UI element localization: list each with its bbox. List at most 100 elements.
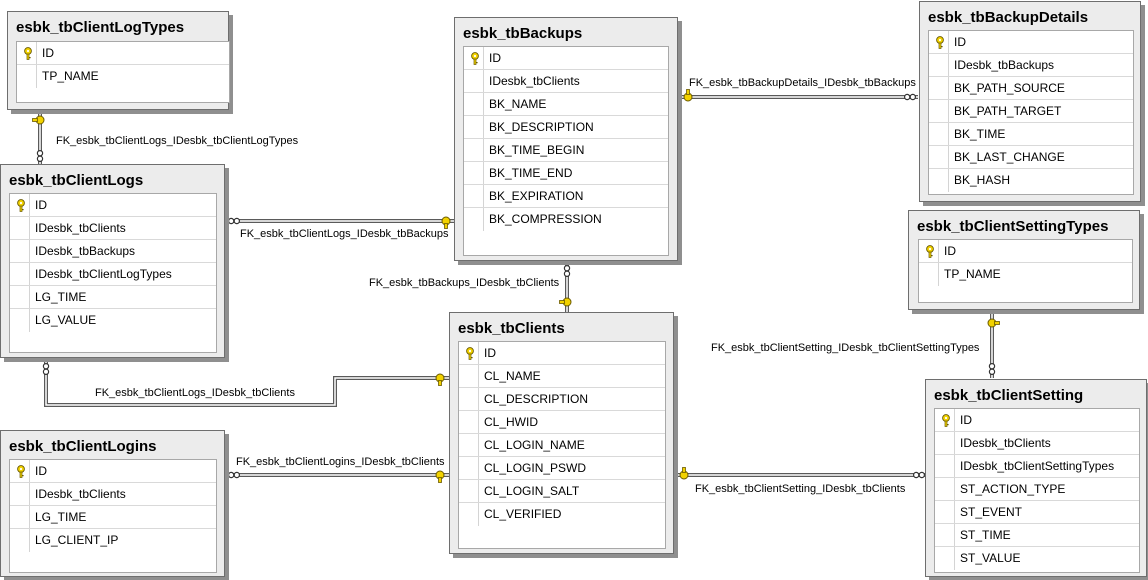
row-selector[interactable] xyxy=(935,478,955,500)
row-selector[interactable] xyxy=(935,547,955,570)
column-row[interactable]: CL_DESCRIPTION xyxy=(459,388,665,411)
column-row[interactable]: IDesbk_tbClients xyxy=(10,483,216,506)
row-selector[interactable] xyxy=(17,65,37,88)
row-selector[interactable] xyxy=(464,208,484,231)
row-selector[interactable] xyxy=(464,116,484,138)
column-row[interactable]: IDesbk_tbClients xyxy=(464,70,668,93)
column-row[interactable]: BK_DESCRIPTION xyxy=(464,116,668,139)
row-selector[interactable] xyxy=(10,460,30,482)
connector-logins-clients[interactable] xyxy=(226,470,449,483)
row-selector[interactable] xyxy=(464,70,484,92)
row-selector[interactable] xyxy=(10,286,30,308)
column-row[interactable]: ST_VALUE xyxy=(935,547,1139,570)
column-row[interactable]: CL_NAME xyxy=(459,365,665,388)
column-row[interactable]: IDesbk_tbBackups xyxy=(10,240,216,263)
row-selector[interactable] xyxy=(464,162,484,184)
column-row[interactable]: ID xyxy=(919,240,1132,263)
column-row[interactable]: ID xyxy=(929,31,1133,54)
row-selector[interactable] xyxy=(10,194,30,216)
column-row[interactable]: BK_TIME_BEGIN xyxy=(464,139,668,162)
column-row[interactable]: BK_EXPIRATION xyxy=(464,185,668,208)
row-selector[interactable] xyxy=(10,506,30,528)
row-selector[interactable] xyxy=(935,501,955,523)
column-row[interactable]: TP_NAME xyxy=(17,65,229,88)
column-row[interactable]: ID xyxy=(17,42,229,65)
column-row[interactable]: TP_NAME xyxy=(919,263,1132,286)
connector-setting-types[interactable] xyxy=(987,313,1000,378)
column-row[interactable]: CL_LOGIN_NAME xyxy=(459,434,665,457)
row-selector[interactable] xyxy=(10,483,30,505)
row-selector[interactable] xyxy=(929,77,949,99)
row-selector[interactable] xyxy=(464,93,484,115)
column-row[interactable]: CL_HWID xyxy=(459,411,665,434)
column-row[interactable]: ID xyxy=(10,460,216,483)
connector-details-backups[interactable] xyxy=(679,89,918,102)
column-row[interactable]: ID xyxy=(464,47,668,70)
row-selector[interactable] xyxy=(459,365,479,387)
row-selector[interactable] xyxy=(10,217,30,239)
column-row[interactable]: LG_TIME xyxy=(10,506,216,529)
column-row[interactable]: ST_ACTION_TYPE xyxy=(935,478,1139,501)
connector-setting-clients[interactable] xyxy=(675,467,928,480)
column-row[interactable]: CL_LOGIN_SALT xyxy=(459,480,665,503)
row-selector[interactable] xyxy=(10,529,30,552)
column-row[interactable]: IDesbk_tbClientLogTypes xyxy=(10,263,216,286)
row-selector[interactable] xyxy=(459,503,479,526)
row-selector[interactable] xyxy=(929,123,949,145)
row-selector[interactable] xyxy=(10,240,30,262)
column-row[interactable]: IDesbk_tbBackups xyxy=(929,54,1133,77)
row-selector[interactable] xyxy=(464,47,484,69)
row-selector[interactable] xyxy=(459,434,479,456)
column-row[interactable]: LG_CLIENT_IP xyxy=(10,529,216,552)
connector-logs-backups[interactable] xyxy=(226,216,455,229)
column-row[interactable]: ID xyxy=(459,342,665,365)
column-row[interactable]: ID xyxy=(10,194,216,217)
row-selector[interactable] xyxy=(929,54,949,76)
row-selector[interactable] xyxy=(464,185,484,207)
row-selector[interactable] xyxy=(935,432,955,454)
row-selector[interactable] xyxy=(10,309,30,332)
column-row[interactable]: BK_PATH_TARGET xyxy=(929,100,1133,123)
column-row[interactable]: ST_TIME xyxy=(935,524,1139,547)
column-row[interactable]: IDesbk_tbClientSettingTypes xyxy=(935,455,1139,478)
row-selector[interactable] xyxy=(459,342,479,364)
column-row[interactable]: LG_TIME xyxy=(10,286,216,309)
column-row[interactable]: LG_VALUE xyxy=(10,309,216,332)
column-row[interactable]: BK_TIME xyxy=(929,123,1133,146)
column-row[interactable]: BK_HASH xyxy=(929,169,1133,192)
row-selector[interactable] xyxy=(935,409,955,431)
row-selector[interactable] xyxy=(464,139,484,161)
row-selector[interactable] xyxy=(10,263,30,285)
row-selector[interactable] xyxy=(919,263,939,286)
row-selector[interactable] xyxy=(935,455,955,477)
row-selector[interactable] xyxy=(929,100,949,122)
row-selector[interactable] xyxy=(935,524,955,546)
column-row[interactable]: CL_VERIFIED xyxy=(459,503,665,526)
row-selector[interactable] xyxy=(929,169,949,192)
column-row[interactable]: IDesbk_tbClients xyxy=(935,432,1139,455)
connector-logs-clients[interactable] xyxy=(42,361,449,407)
column-row[interactable]: IDesbk_tbClients xyxy=(10,217,216,240)
column-row[interactable]: BK_COMPRESSION xyxy=(464,208,668,231)
column-row[interactable]: BK_LAST_CHANGE xyxy=(929,146,1133,169)
row-selector[interactable] xyxy=(459,388,479,410)
column-row[interactable]: BK_TIME_END xyxy=(464,162,668,185)
row-selector[interactable] xyxy=(929,146,949,168)
column-row[interactable]: ST_EVENT xyxy=(935,501,1139,524)
column-row[interactable]: BK_PATH_SOURCE xyxy=(929,77,1133,100)
row-selector[interactable] xyxy=(459,457,479,479)
connector-backups-clients[interactable] xyxy=(559,262,572,312)
row-selector[interactable] xyxy=(17,42,37,64)
row-selector[interactable] xyxy=(919,240,939,262)
row-selector[interactable] xyxy=(459,411,479,433)
column-row[interactable]: ID xyxy=(935,409,1139,432)
row-selector[interactable] xyxy=(459,480,479,502)
